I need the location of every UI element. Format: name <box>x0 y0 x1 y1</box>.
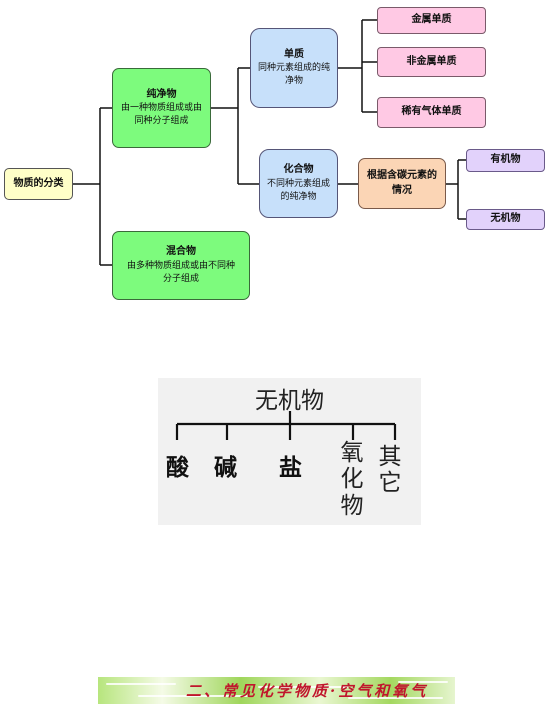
root-label: 物质的分类 <box>13 177 64 189</box>
element-node: 单质 同种元素组成的纯净物 <box>250 28 338 108</box>
oxide-label: 氧化物 <box>340 440 364 519</box>
compound-desc: 不同种元素组成的纯净物 <box>266 178 330 202</box>
nonmetal-element-label: 非金属单质 <box>406 55 457 67</box>
inorganic-tree-title: 无机物 <box>255 388 324 414</box>
section-banner: 二、常见化学物质·空气和氧气 <box>98 677 455 704</box>
carbon-basis-label: 根据含碳元素的情况 <box>367 170 437 196</box>
mixture-node: 混合物 由多种物质组成或由不同种分子组成 <box>112 231 250 300</box>
carbon-basis-node: 根据含碳元素的情况 <box>358 158 446 209</box>
inorganic-tree-branches <box>175 411 397 440</box>
compound-node: 化合物 不同种元素组成的纯净物 <box>259 149 338 218</box>
nonmetal-element-node: 非金属单质 <box>377 47 486 77</box>
root-node: 物质的分类 <box>4 168 73 200</box>
acid-label: 酸 <box>166 455 189 481</box>
organic-label: 有机物 <box>490 154 521 166</box>
element-title: 单质 <box>284 48 304 60</box>
section-banner-text: 二、常见化学物质·空气和氧气 <box>186 682 429 700</box>
metal-element-node: 金属单质 <box>377 7 486 34</box>
noble-gas-node: 稀有气体单质 <box>377 97 486 128</box>
pure-substance-node: 纯净物 由一种物质组成或由同种分子组成 <box>112 68 211 148</box>
other-label: 其它 <box>378 444 402 497</box>
element-desc: 同种元素组成的纯净物 <box>257 63 330 87</box>
noble-gas-label: 稀有气体单质 <box>401 106 462 118</box>
mixture-desc: 由多种物质组成或由不同种分子组成 <box>126 260 235 284</box>
base-label: 碱 <box>214 455 237 481</box>
metal-element-label: 金属单质 <box>411 14 452 26</box>
inorganic-label: 无机物 <box>490 213 521 225</box>
inorganic-node: 无机物 <box>466 209 545 230</box>
pure-substance-desc: 由一种物质组成或由同种分子组成 <box>121 103 203 127</box>
salt-label: 盐 <box>279 455 302 481</box>
mixture-title: 混合物 <box>166 246 196 258</box>
organic-node: 有机物 <box>466 149 545 172</box>
tree-connectors <box>73 19 466 266</box>
compound-title: 化合物 <box>283 164 314 176</box>
pure-substance-title: 纯净物 <box>146 88 177 100</box>
inorganic-tree-figure: 无机物 酸 碱 盐 氧化物 其它 <box>158 378 421 525</box>
